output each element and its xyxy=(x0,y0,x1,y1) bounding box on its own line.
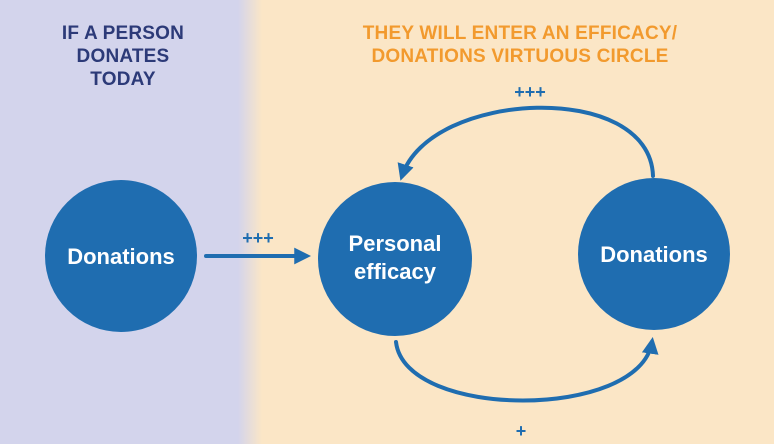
arrow-center-to-right-bottom: + xyxy=(394,337,659,441)
personal-efficacy-label-line1: Personal xyxy=(349,231,442,256)
donations-circle-right xyxy=(578,178,730,330)
personal-efficacy-circle xyxy=(318,182,472,336)
left-heading-line: DONATES xyxy=(76,46,170,67)
arrow-left-to-center: +++ xyxy=(204,228,312,265)
arrow-label-bottom: + xyxy=(516,421,527,441)
panel-divider xyxy=(238,0,262,444)
donations-circle-left xyxy=(45,180,197,332)
arrow-curve-bottom xyxy=(394,337,659,403)
personal-efficacy-label-line2: efficacy xyxy=(354,259,437,284)
right-heading-line: THEY WILL ENTER AN EFFICACY/ xyxy=(362,23,678,44)
donations-label-left: Donations xyxy=(67,244,175,269)
left-heading-line: IF A PERSON xyxy=(61,23,185,44)
arrow-right-to-center-top: +++ xyxy=(397,82,655,181)
arrow-label-left: +++ xyxy=(242,228,274,248)
arrow-curve-top xyxy=(397,105,655,181)
left-heading-line: TODAY xyxy=(90,69,156,90)
arrow-label-top: +++ xyxy=(514,82,546,102)
donations-node-right: Donations xyxy=(578,178,730,330)
donations-label-right: Donations xyxy=(600,242,708,267)
right-heading: THEY WILL ENTER AN EFFICACY/ DONATIONS V… xyxy=(300,22,740,68)
personal-efficacy-node: Personal efficacy xyxy=(318,182,472,336)
left-heading: IF A PERSON DONATES TODAY xyxy=(18,22,228,91)
donations-node-left: Donations xyxy=(45,180,197,332)
right-heading-line: DONATIONS VIRTUOUS CIRCLE xyxy=(371,46,669,67)
